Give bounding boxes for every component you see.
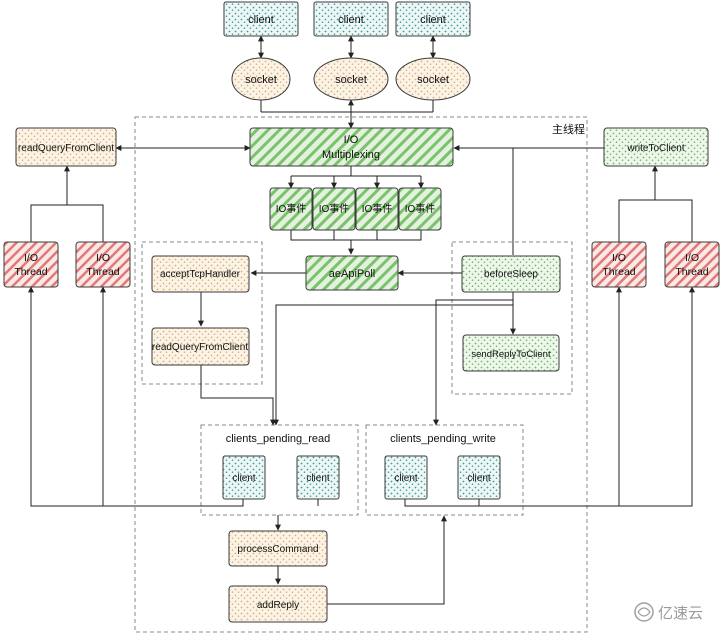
clients-pending-read-group [200,424,359,516]
svg-text:client: client [338,14,364,26]
client-node: client [395,1,471,37]
io-thread-node: I/O Thread [664,241,720,288]
svg-text:addReply: addReply [257,600,299,611]
clients-pending-read-label: clients_pending_read [226,433,331,445]
svg-text:processCommand: processCommand [237,544,318,555]
client-node: client [457,455,501,500]
svg-text:I/O: I/O [612,252,626,264]
read-query-from-client-node: readQueryFromClient [151,327,250,366]
read-query-from-client-thread-node: readQueryFromClient [15,127,117,167]
client-node: client [222,455,266,500]
svg-text:IO事件: IO事件 [362,202,393,215]
svg-text:亿速云: 亿速云 [658,604,703,622]
send-reply-to-client-node: sendReplyToClient [462,334,560,372]
svg-text:client: client [467,473,491,484]
svg-text:Thread: Thread [602,266,635,278]
io-event-node: IO事件 [398,187,442,231]
svg-text:Thread: Thread [14,266,47,278]
svg-text:Thread: Thread [675,266,708,278]
before-sleep-group [451,241,573,395]
svg-text:I/O: I/O [96,252,110,264]
io-thread-node: I/O Thread [591,241,647,288]
io-thread-node: I/O Thread [75,241,131,288]
watermark-logo: 亿速云 [634,602,703,622]
svg-text:IO事件: IO事件 [276,202,307,215]
svg-text:beforeSleep: beforeSleep [484,269,538,280]
socket-node: socket [395,57,471,101]
client-node: client [313,1,389,37]
svg-text:readQueryFromClient: readQueryFromClient [18,143,114,154]
svg-text:readQueryFromClient: readQueryFromClient [152,342,248,353]
socket-node: socket [231,57,291,101]
svg-text:aeApiPoll: aeApiPoll [329,268,375,280]
svg-text:writeToClient: writeToClient [626,143,684,154]
svg-text:I/O: I/O [344,134,359,146]
svg-text:Thread: Thread [86,266,119,278]
add-reply-node: addReply [228,585,328,623]
client-node: client [384,455,428,500]
clients-pending-write-group [365,424,524,516]
process-command-node: processCommand [228,530,328,567]
io-thread-node: I/O Thread [3,241,59,288]
svg-text:client: client [394,473,418,484]
svg-text:client: client [306,473,330,484]
accept-read-group [141,241,263,385]
svg-text:IO事件: IO事件 [405,202,436,215]
client-node: client [296,455,340,500]
ae-api-poll-node: aeApiPoll [305,255,399,291]
svg-text:I/O: I/O [685,252,699,264]
svg-text:Multiplexing: Multiplexing [322,149,380,161]
svg-text:client: client [420,14,446,26]
svg-text:I/O: I/O [24,252,38,264]
client-node: client [223,1,299,37]
main-thread-boundary [134,116,588,633]
svg-text:acceptTcpHandler: acceptTcpHandler [160,269,241,280]
io-event-node: IO事件 [312,187,356,231]
svg-text:client: client [232,473,256,484]
write-to-client-node: writeToClient [603,127,709,167]
svg-text:socket: socket [417,74,449,86]
accept-tcp-handler-node: acceptTcpHandler [151,255,250,293]
svg-text:sendReplyToClient: sendReplyToClient [471,349,551,360]
before-sleep-node: beforeSleep [461,255,561,293]
main-thread-label: 主线程 [552,122,585,136]
socket-node: socket [313,57,389,101]
clients-pending-write-label: clients_pending_write [390,433,496,445]
svg-text:IO事件: IO事件 [319,202,350,215]
svg-text:socket: socket [245,74,277,86]
io-event-node: IO事件 [355,187,399,231]
io-event-node: IO事件 [269,187,313,231]
io-multiplexing-node: I/O Multiplexing [249,127,454,167]
svg-text:client: client [248,14,274,26]
svg-text:socket: socket [335,74,367,86]
